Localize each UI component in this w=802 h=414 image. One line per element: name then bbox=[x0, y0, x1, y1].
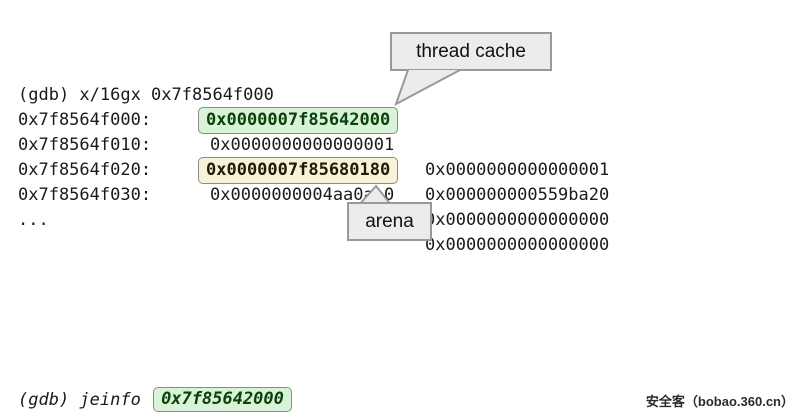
memory-row-1: 0x7f8564f010: 0x0000007f85642000 0x00000… bbox=[0, 107, 802, 205]
jeinfo-section: (gdb) jeinfo 0x7f85642000 address 0x7f85… bbox=[18, 333, 438, 414]
memory-value: 0x0000000000000001 bbox=[210, 135, 395, 155]
thread-cache-pointer-highlight: 0x0000007f85642000 bbox=[198, 107, 399, 134]
ellipsis: ... bbox=[18, 210, 49, 230]
memory-value: 0x0000000004aa0aa0 bbox=[210, 185, 395, 205]
memory-value: 0x0000000000000001 bbox=[425, 160, 610, 180]
thread-cache-label: thread cache bbox=[416, 40, 526, 62]
jeinfo-argument-highlight: 0x7f85642000 bbox=[153, 387, 292, 412]
arena-callout: arena bbox=[347, 202, 432, 241]
arena-pointer-highlight: 0x0000007f85680180 bbox=[198, 157, 399, 184]
memory-value: 0x0000000000000000 bbox=[425, 235, 610, 255]
thread-cache-callout-tail bbox=[394, 69, 461, 107]
memory-value: 0x0000000000000000 bbox=[425, 210, 610, 230]
gdb-examine-command-line: (gdb) x/16gx 0x7f8564f000 bbox=[0, 58, 802, 105]
memory-address: 0x7f8564f030: bbox=[18, 185, 152, 205]
memory-address: 0x7f8564f010: bbox=[18, 135, 152, 155]
arena-label: arena bbox=[365, 210, 414, 232]
arena-callout-tail bbox=[357, 184, 393, 207]
jeinfo-command-line: (gdb) jeinfo 0x7f85642000 bbox=[18, 385, 438, 414]
security-site-watermark: 安全客（bobao.360.cn） bbox=[645, 394, 794, 409]
ellipsis-line: ... bbox=[0, 183, 802, 230]
memory-row-2: 0x7f8564f020: 0x0000000004aa0aa0 0x00000… bbox=[0, 133, 802, 230]
jeinfo-command-prefix: (gdb) jeinfo bbox=[18, 389, 152, 410]
memory-address: 0x7f8564f000: bbox=[18, 110, 152, 130]
memory-address: 0x7f8564f020: bbox=[18, 160, 152, 180]
memory-row-0: 0x7f8564f000: 0x0000000000000001 0x00000… bbox=[0, 83, 802, 180]
gdb-examine-command: (gdb) x/16gx 0x7f8564f000 bbox=[18, 85, 274, 105]
thread-cache-callout: thread cache bbox=[390, 32, 552, 71]
memory-row-3: 0x7f8564f030: 0x0000007f85680180 0x00000… bbox=[0, 157, 802, 255]
gdb-memory-dump: (gdb) x/16gx 0x7f8564f000 0x7f8564f000: … bbox=[0, 58, 802, 255]
memory-value: 0x000000000559ba20 bbox=[425, 185, 610, 205]
